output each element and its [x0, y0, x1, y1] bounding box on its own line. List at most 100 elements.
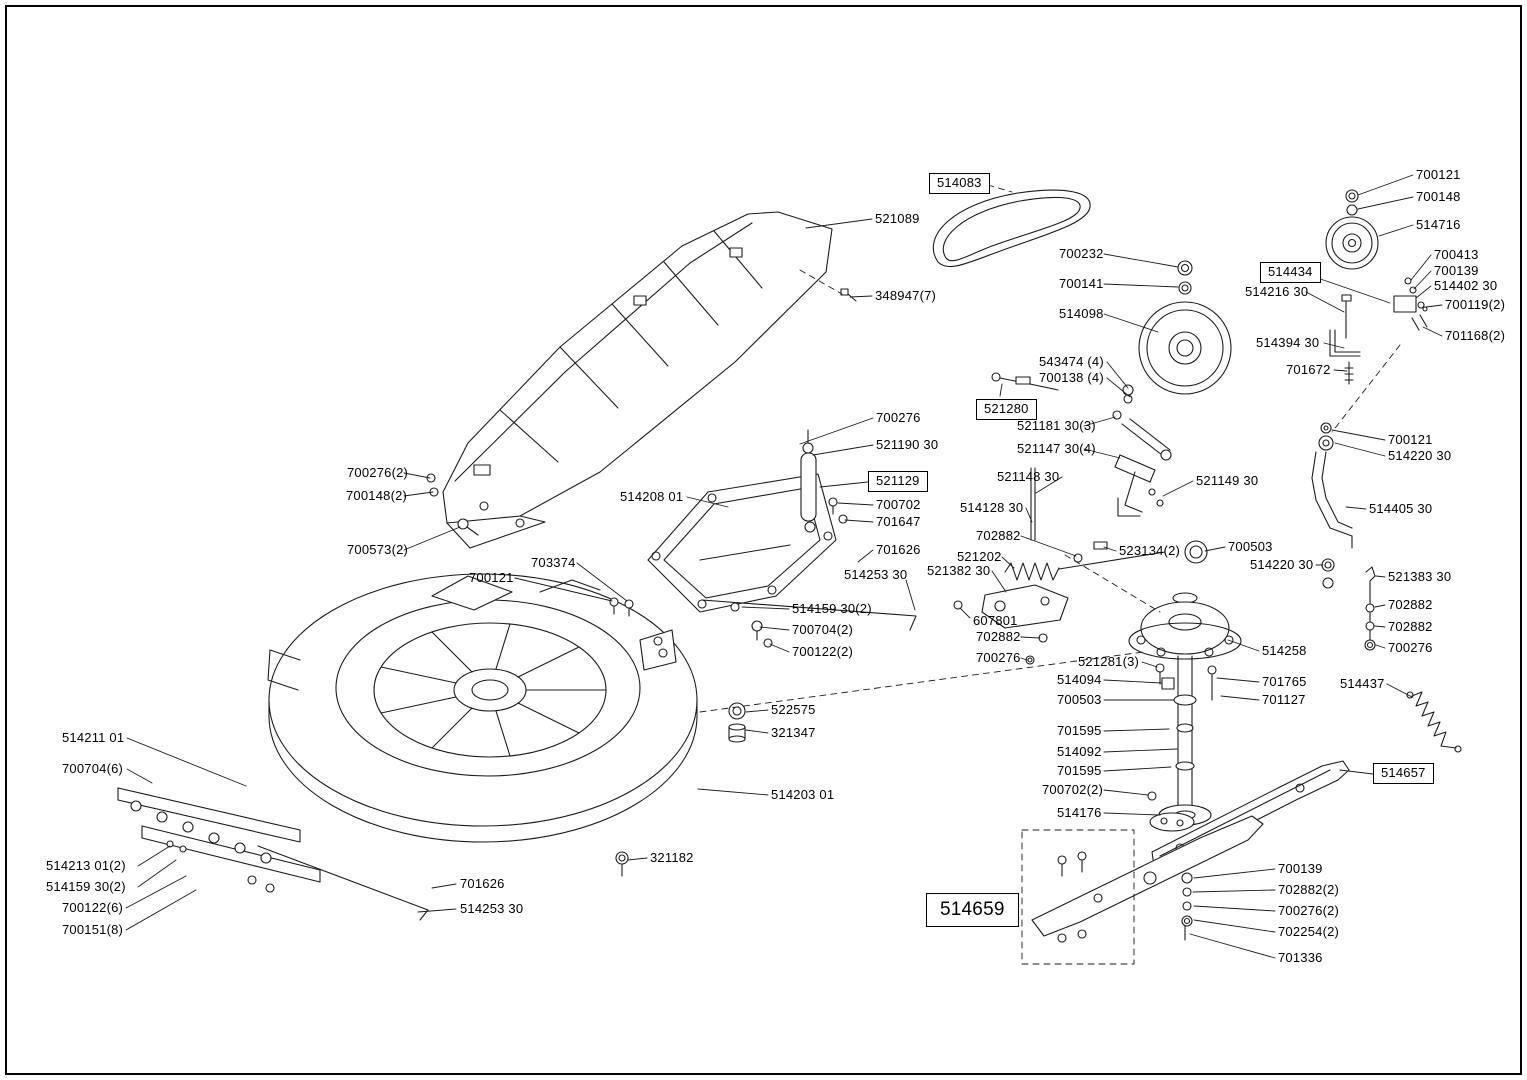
part-label-514220-30: 514220 30 — [1250, 557, 1314, 572]
part-label-700702: 700702 — [876, 497, 921, 512]
part-label-514405-30: 514405 30 — [1369, 501, 1433, 516]
lift-linkage-illustration — [1093, 410, 1208, 564]
part-label-700276: 700276 — [1388, 640, 1433, 655]
part-label-514220-30: 514220 30 — [1388, 448, 1452, 463]
part-label-701595: 701595 — [1057, 723, 1102, 738]
part-label-514659: 514659 — [926, 893, 1019, 927]
part-label-700704-2-: 700704(2) — [792, 622, 854, 637]
part-label-521202: 521202 — [957, 549, 1002, 564]
part-label-521280: 521280 — [976, 399, 1037, 420]
part-label-700141: 700141 — [1059, 276, 1104, 291]
blade-assembly-illustration — [1021, 760, 1350, 965]
part-label-701168-2-: 701168(2) — [1445, 328, 1506, 343]
part-label-700122-6-: 700122(6) — [62, 900, 124, 915]
part-label-521281-3-: 521281(3) — [1078, 654, 1140, 669]
part-label-700276-2-: 700276(2) — [347, 465, 409, 480]
front-hanger-bars-illustration — [117, 787, 429, 921]
part-label-700121: 700121 — [1388, 432, 1433, 447]
part-label-700121: 700121 — [1416, 167, 1461, 182]
leader-lines — [125, 174, 1443, 959]
part-label-514657: 514657 — [1373, 763, 1434, 784]
clutch-rod-spring-illustration — [953, 467, 1166, 665]
part-label-700121: 700121 — [469, 570, 514, 585]
part-label-321347: 321347 — [771, 725, 816, 740]
part-label-700276: 700276 — [876, 410, 921, 425]
part-label-514159-30-2-: 514159 30(2) — [46, 879, 126, 894]
part-label-514434: 514434 — [1260, 262, 1321, 283]
part-label-521129: 521129 — [868, 471, 928, 492]
part-label-702882-2-: 702882(2) — [1278, 882, 1340, 897]
part-label-514402-30: 514402 30 — [1434, 278, 1498, 293]
part-label-702254-2-: 702254(2) — [1278, 924, 1340, 939]
part-label-521190-30: 521190 30 — [876, 437, 939, 452]
part-label-700148-2-: 700148(2) — [346, 488, 408, 503]
part-label-701647: 701647 — [876, 514, 921, 529]
part-label-700413: 700413 — [1434, 247, 1479, 262]
part-label-514208-01: 514208 01 — [620, 489, 684, 504]
part-label-522575: 522575 — [771, 702, 816, 717]
part-label-521148-30: 521148 30 — [997, 469, 1060, 484]
part-label-514437: 514437 — [1340, 676, 1385, 691]
part-label-523134-2-: 523134(2) — [1119, 543, 1181, 558]
part-label-321182: 321182 — [650, 850, 694, 865]
part-label-514128-30: 514128 30 — [960, 500, 1024, 515]
part-label-514216-30: 514216 30 — [1245, 284, 1309, 299]
part-label-521181-30-3-: 521181 30(3) — [1017, 418, 1096, 433]
part-label-700122-2-: 700122(2) — [792, 644, 854, 659]
discharge-chute-illustration — [442, 211, 833, 549]
part-label-700276: 700276 — [976, 650, 1021, 665]
part-label-700503: 700503 — [1228, 539, 1273, 554]
cable-illustration — [991, 372, 1059, 391]
mower-deck-illustration — [267, 573, 698, 843]
misc-hardware-illustration — [426, 288, 857, 877]
part-label-521149-30: 521149 30 — [1196, 473, 1259, 488]
part-label-514098: 514098 — [1059, 306, 1104, 321]
part-label-700119-2-: 700119(2) — [1445, 297, 1506, 312]
part-label-514258: 514258 — [1262, 643, 1307, 658]
belt-illustration — [932, 189, 1091, 268]
part-label-514213-01-2-: 514213 01(2) — [46, 858, 126, 873]
part-label-514203-01: 514203 01 — [771, 787, 835, 802]
part-label-700232: 700232 — [1059, 246, 1104, 261]
part-label-702882: 702882 — [976, 528, 1021, 543]
part-label-521382-30: 521382 30 — [927, 563, 991, 578]
part-label-514394-30: 514394 30 — [1256, 335, 1320, 350]
part-label-701626: 701626 — [876, 542, 921, 557]
part-label-607801: 607801 — [973, 613, 1018, 628]
part-label-702882: 702882 — [976, 629, 1021, 644]
part-label-700704-6-: 700704(6) — [62, 761, 124, 776]
part-label-348947-7-: 348947(7) — [875, 288, 937, 303]
part-label-514253-30: 514253 30 — [844, 567, 908, 582]
part-label-514211-01: 514211 01 — [62, 730, 125, 745]
part-label-514092: 514092 — [1057, 744, 1102, 759]
tension-pulley-illustration — [1325, 189, 1379, 270]
part-label-700503: 700503 — [1057, 692, 1102, 707]
part-label-521383-30: 521383 30 — [1388, 569, 1452, 584]
part-label-701595: 701595 — [1057, 763, 1102, 778]
main-pulley-illustration — [1122, 260, 1232, 404]
tension-spring-illustration — [1406, 691, 1462, 753]
part-label-700139: 700139 — [1434, 263, 1479, 278]
part-label-700151-8-: 700151(8) — [62, 922, 124, 937]
part-label-700139: 700139 — [1278, 861, 1323, 876]
part-label-514176: 514176 — [1057, 805, 1102, 820]
part-label-700148: 700148 — [1416, 189, 1461, 204]
part-label-700138-4-: 700138 (4) — [1039, 370, 1104, 385]
part-label-514083: 514083 — [929, 173, 990, 194]
part-label-514094: 514094 — [1057, 672, 1102, 687]
part-label-701765: 701765 — [1262, 674, 1307, 689]
part-label-521089: 521089 — [875, 211, 920, 226]
part-label-514253-30: 514253 30 — [460, 901, 524, 916]
part-label-702882: 702882 — [1388, 597, 1433, 612]
part-label-700573-2-: 700573(2) — [347, 542, 409, 557]
part-label-703374: 703374 — [531, 555, 576, 570]
part-label-514159-30-2-: 514159 30(2) — [792, 601, 872, 616]
part-label-701672: 701672 — [1286, 362, 1331, 377]
spindle-assembly-illustration — [1128, 592, 1242, 826]
part-label-701336: 701336 — [1278, 950, 1323, 965]
part-label-700702-2-: 700702(2) — [1042, 782, 1104, 797]
part-label-701626: 701626 — [460, 876, 505, 891]
